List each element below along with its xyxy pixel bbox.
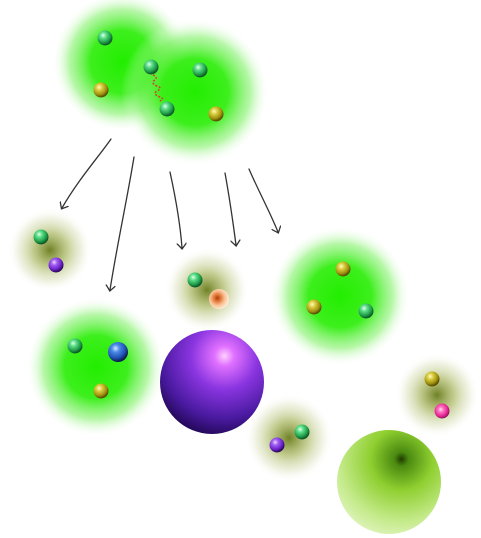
fragment-sphere-orange xyxy=(209,289,229,309)
fragment-cloud xyxy=(26,297,166,437)
fragment-cloud xyxy=(395,353,479,437)
fragment-sphere-green xyxy=(359,304,374,319)
fragment-sphere-olive xyxy=(336,262,351,277)
parent-sphere-green xyxy=(144,60,159,75)
fragment-sphere-blue xyxy=(108,342,128,362)
parent-sphere-olive xyxy=(94,83,109,98)
fragment-sphere-olive xyxy=(307,300,322,315)
large-sphere-purple xyxy=(160,330,264,434)
fragment-a xyxy=(8,208,92,292)
large-sphere-green xyxy=(337,430,441,534)
parent-cluster xyxy=(52,0,269,166)
parent-sphere-green xyxy=(193,63,208,78)
fragment-e xyxy=(245,394,333,482)
fragment-sphere-pink xyxy=(435,404,450,419)
parent-sphere-green xyxy=(160,102,175,117)
fragment-sphere-olive xyxy=(94,384,109,399)
fragment-f xyxy=(395,353,479,437)
fragment-sphere-green xyxy=(295,425,310,440)
arrow xyxy=(110,157,134,290)
parent-sphere-green xyxy=(98,31,113,46)
fragment-sphere-green xyxy=(188,273,203,288)
arrow xyxy=(249,169,278,232)
arrow xyxy=(225,173,236,245)
fragment-sphere-green xyxy=(68,339,83,354)
fragment-sphere-purple xyxy=(270,438,285,453)
fragment-sphere-olive xyxy=(425,372,440,387)
fragment-d xyxy=(270,226,410,366)
fragment-cloud xyxy=(270,226,410,366)
fragment-b xyxy=(26,297,166,437)
parent-cloud-right xyxy=(121,18,269,166)
arrows xyxy=(62,139,278,290)
arrow xyxy=(62,139,111,208)
arrow xyxy=(170,172,182,248)
fragment-cloud xyxy=(245,394,333,482)
fragment-sphere-green xyxy=(34,230,49,245)
fragment-sphere-purple xyxy=(49,258,64,273)
fragment-c xyxy=(165,248,249,332)
fragment-cloud xyxy=(8,208,92,292)
parent-sphere-olive xyxy=(209,107,224,122)
fragment-cloud xyxy=(165,248,249,332)
